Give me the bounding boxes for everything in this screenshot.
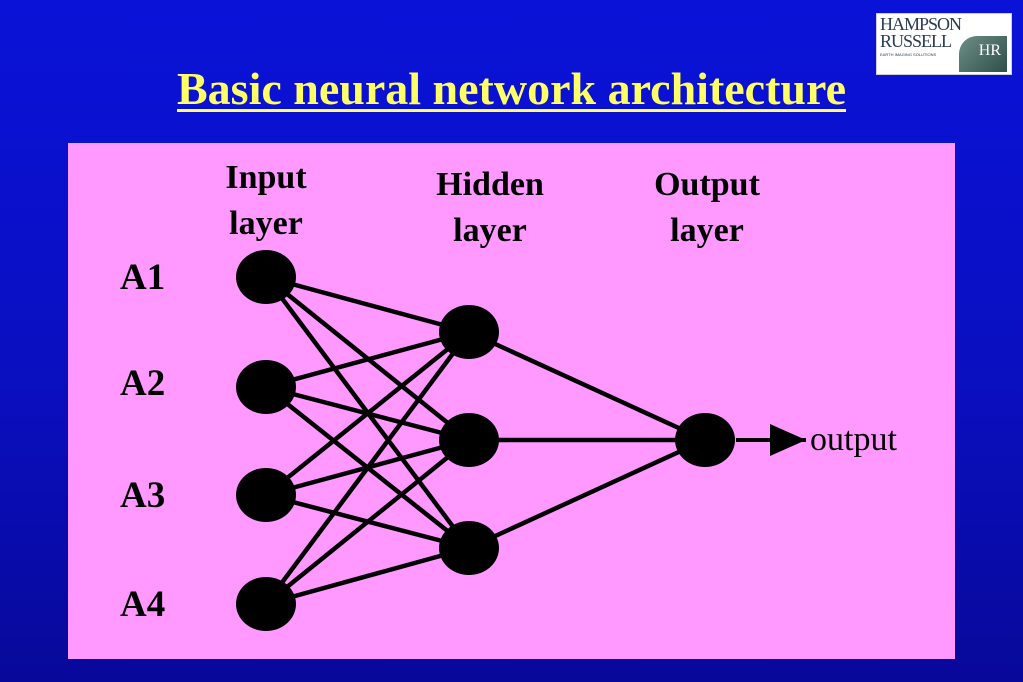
edge-input4-hidden2 [264, 438, 471, 606]
edge-input4-hidden1 [264, 330, 471, 606]
edge-input3-hidden1 [264, 330, 471, 497]
diagram-panel: Input layer Hidden layer Output layer A1… [68, 143, 955, 659]
layer-label-input: Input layer [225, 155, 306, 247]
input-label-a3: A3 [120, 475, 166, 516]
slide-title: Basic neural network architecture [176, 63, 847, 114]
connections [264, 274, 706, 607]
network-diagram [236, 250, 806, 631]
output-node [675, 413, 735, 467]
layer-label-hidden-line1: Hidden [436, 166, 544, 203]
input-node-3 [236, 468, 296, 522]
output-label: output [810, 421, 897, 458]
layer-label-input-line1: Input [225, 159, 307, 196]
logo-badge-text: HR [978, 42, 1001, 59]
edge-hidden3-output [468, 437, 706, 551]
layer-label-output-line2: layer [670, 212, 744, 249]
input-label-a4: A4 [120, 584, 166, 625]
edge-input1-hidden1 [265, 274, 470, 335]
logo-text-hampson: HAMPSON [880, 14, 962, 34]
logo-badge: HR [959, 36, 1007, 72]
input-label-a2: A2 [120, 363, 166, 404]
hidden-node-2 [439, 413, 499, 467]
layer-label-hidden-line2: layer [453, 212, 527, 249]
layer-label-output: Output layer [654, 162, 760, 254]
hidden-node-1 [439, 305, 499, 359]
hidden-node-3 [439, 521, 499, 575]
edge-input4-hidden3 [265, 545, 470, 607]
logo-text-russell: RUSSELL [880, 31, 952, 51]
logo-tagline: EARTH IMAGING SOLUTIONS [880, 52, 937, 57]
input-node-1 [236, 250, 296, 304]
input-node-4 [236, 577, 296, 631]
edge-hidden1-output [468, 329, 706, 443]
hampson-russell-logo: HAMPSON RUSSELL EARTH IMAGING SOLUTIONS … [876, 13, 1012, 75]
nodes [236, 250, 735, 631]
input-node-2 [236, 360, 296, 414]
edge-input2-hidden1 [265, 329, 470, 390]
layer-label-hidden: Hidden layer [436, 162, 544, 254]
layer-label-input-line2: layer [229, 205, 303, 242]
layer-label-output-line1: Output [654, 166, 760, 203]
input-label-a1: A1 [120, 257, 166, 298]
